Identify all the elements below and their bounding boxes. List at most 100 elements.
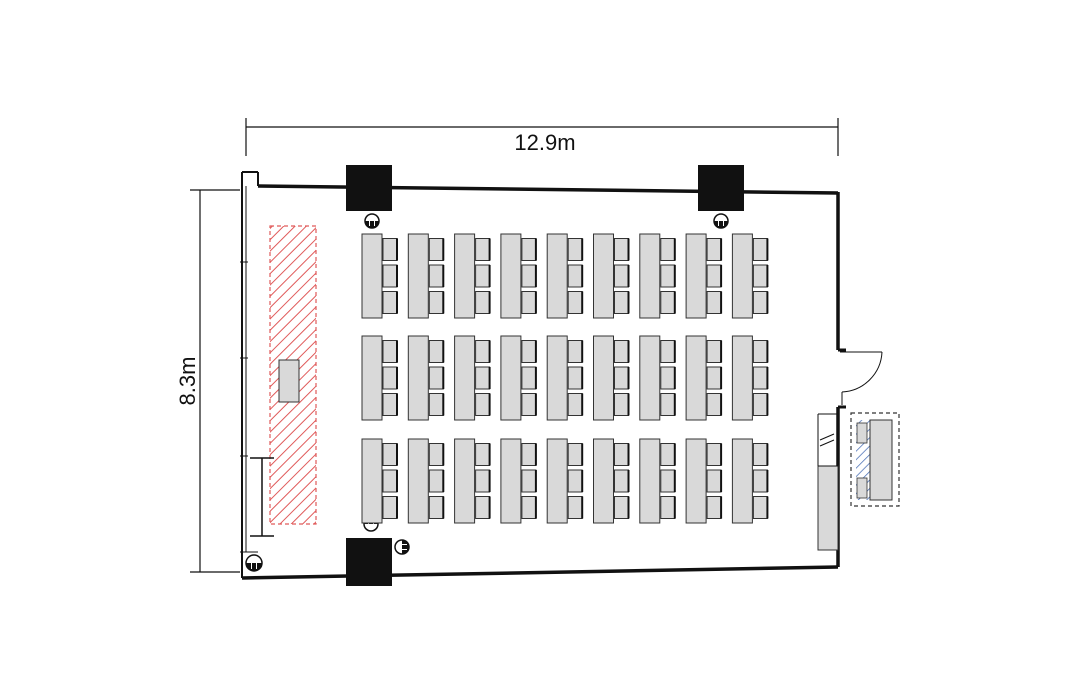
lectern — [278, 359, 300, 403]
chair — [428, 366, 444, 390]
chair — [614, 469, 629, 493]
height-label: 8.3m — [175, 357, 200, 406]
table-unit — [593, 335, 630, 421]
chair — [706, 496, 722, 519]
table-unit — [500, 233, 537, 319]
chair — [475, 366, 491, 390]
chair — [521, 393, 537, 416]
chair — [475, 443, 491, 466]
table-unit — [593, 233, 630, 319]
desk — [407, 233, 429, 319]
chair — [567, 264, 583, 288]
desk — [407, 335, 429, 421]
table-unit — [407, 233, 445, 319]
table-unit — [731, 335, 769, 421]
table-unit — [685, 438, 723, 524]
chair — [614, 496, 629, 519]
desk — [454, 335, 476, 421]
desk — [639, 335, 661, 421]
chair — [428, 443, 444, 466]
chair — [660, 496, 676, 519]
chair — [475, 291, 491, 314]
chair — [752, 366, 768, 390]
chair — [614, 393, 629, 416]
chair — [475, 496, 491, 519]
chair — [660, 340, 676, 363]
chair — [475, 469, 491, 493]
chair — [752, 340, 768, 363]
chair — [660, 443, 676, 466]
chair — [428, 469, 444, 493]
chair — [382, 469, 398, 493]
chair — [660, 469, 676, 493]
chair — [567, 469, 583, 493]
table-unit — [639, 335, 676, 421]
desk — [500, 438, 522, 524]
chair — [706, 443, 722, 466]
chair — [660, 366, 676, 390]
chair — [567, 340, 583, 363]
chair — [706, 469, 722, 493]
chair — [614, 366, 629, 390]
chair — [521, 496, 537, 519]
outlet-icon — [394, 539, 410, 555]
chair — [614, 443, 629, 466]
chair — [382, 443, 398, 466]
table-unit — [546, 438, 584, 524]
column-bottom-left — [346, 538, 392, 586]
table-unit — [454, 335, 491, 421]
desk — [500, 233, 522, 319]
table-unit — [500, 335, 537, 421]
chair — [521, 366, 537, 390]
cabinet-table — [869, 419, 893, 501]
desk — [731, 438, 753, 524]
chair — [660, 238, 676, 261]
outlet-icon — [245, 554, 263, 572]
desk — [546, 335, 568, 421]
table-unit — [593, 438, 630, 524]
chair — [752, 393, 768, 416]
chair — [567, 238, 583, 261]
chair — [428, 340, 444, 363]
chair — [660, 264, 676, 288]
table-unit — [546, 335, 584, 421]
table-unit — [407, 335, 445, 421]
desk — [407, 438, 429, 524]
side-table — [250, 457, 274, 537]
chair — [428, 291, 444, 314]
table-unit — [500, 438, 537, 524]
desk — [361, 335, 383, 421]
chair — [614, 264, 629, 288]
chair — [706, 264, 722, 288]
chair — [567, 393, 583, 416]
chair — [428, 496, 444, 519]
table-unit — [407, 438, 445, 524]
width-dimension: 12.9m — [245, 118, 839, 156]
chair — [382, 496, 398, 519]
chair — [567, 496, 583, 519]
table-unit — [454, 438, 491, 524]
chair — [428, 238, 444, 261]
chair — [521, 238, 537, 261]
chair — [521, 443, 537, 466]
table-unit — [361, 438, 398, 524]
door-swing-icon — [840, 351, 883, 405]
desk — [593, 438, 614, 524]
chair — [521, 264, 537, 288]
table-unit — [361, 233, 398, 319]
chair — [614, 340, 629, 363]
desk — [454, 233, 476, 319]
desk — [685, 438, 707, 524]
desk — [685, 233, 707, 319]
chair — [706, 238, 722, 261]
desk — [361, 233, 383, 319]
chair — [382, 366, 398, 390]
desk — [546, 233, 568, 319]
table-unit — [454, 233, 491, 319]
desk — [639, 438, 661, 524]
table-unit — [546, 233, 584, 319]
chair — [614, 238, 629, 261]
chair — [521, 469, 537, 493]
chair — [752, 469, 768, 493]
chair — [475, 393, 491, 416]
